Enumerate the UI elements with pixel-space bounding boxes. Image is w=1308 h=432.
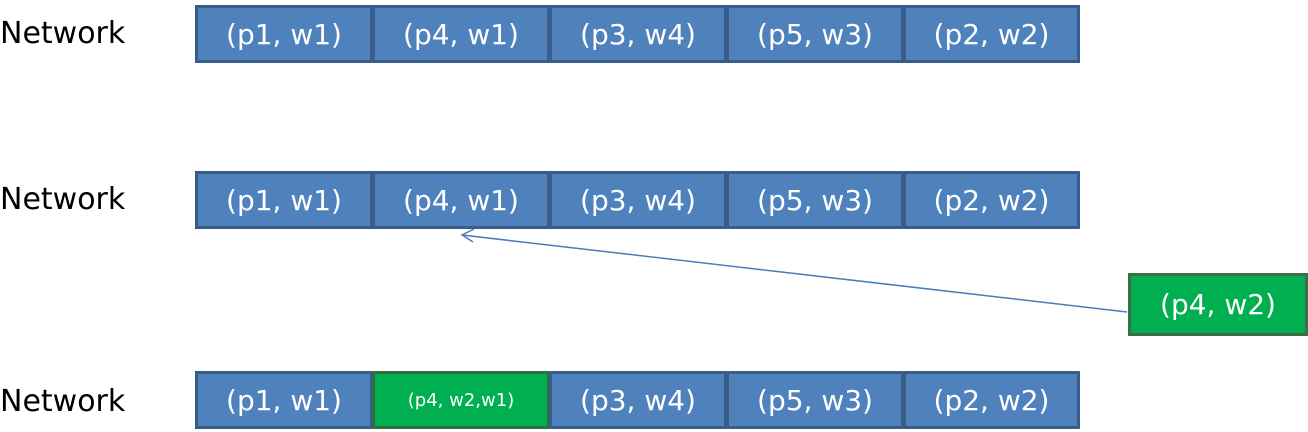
arrow-line [461, 234, 1128, 313]
queue-cell: (p1, w1) [195, 171, 373, 229]
queue-cell: (p5, w3) [726, 371, 904, 429]
queue-cell-target: (p4, w1) [372, 171, 550, 229]
network-queue-row-3: (p1, w1) (p4, w2,w1) (p3, w4) (p5, w3) (… [195, 371, 1080, 429]
network-queue-row-2: (p1, w1) (p4, w1) (p3, w4) (p5, w3) (p2,… [195, 171, 1080, 229]
queue-cell: (p3, w4) [549, 171, 727, 229]
queue-cell: (p5, w3) [726, 171, 904, 229]
network-label-row-1: Network [0, 16, 126, 51]
queue-cell-merged: (p4, w2,w1) [372, 371, 550, 429]
queue-cell: (p2, w2) [903, 171, 1080, 229]
arrow-head [460, 228, 475, 243]
queue-cell: (p2, w2) [903, 371, 1080, 429]
incoming-message-box: (p4, w2) [1128, 273, 1308, 336]
network-label-row-2: Network [0, 182, 126, 217]
queue-cell: (p4, w1) [372, 5, 550, 63]
network-queue-row-1: (p1, w1) (p4, w1) (p3, w4) (p5, w3) (p2,… [195, 5, 1080, 63]
queue-cell: (p2, w2) [903, 5, 1080, 63]
queue-cell: (p3, w4) [549, 5, 727, 63]
queue-cell: (p5, w3) [726, 5, 904, 63]
queue-cell: (p1, w1) [195, 371, 373, 429]
queue-cell: (p1, w1) [195, 5, 373, 63]
queue-cell: (p3, w4) [549, 371, 727, 429]
network-label-row-3: Network [0, 384, 126, 419]
